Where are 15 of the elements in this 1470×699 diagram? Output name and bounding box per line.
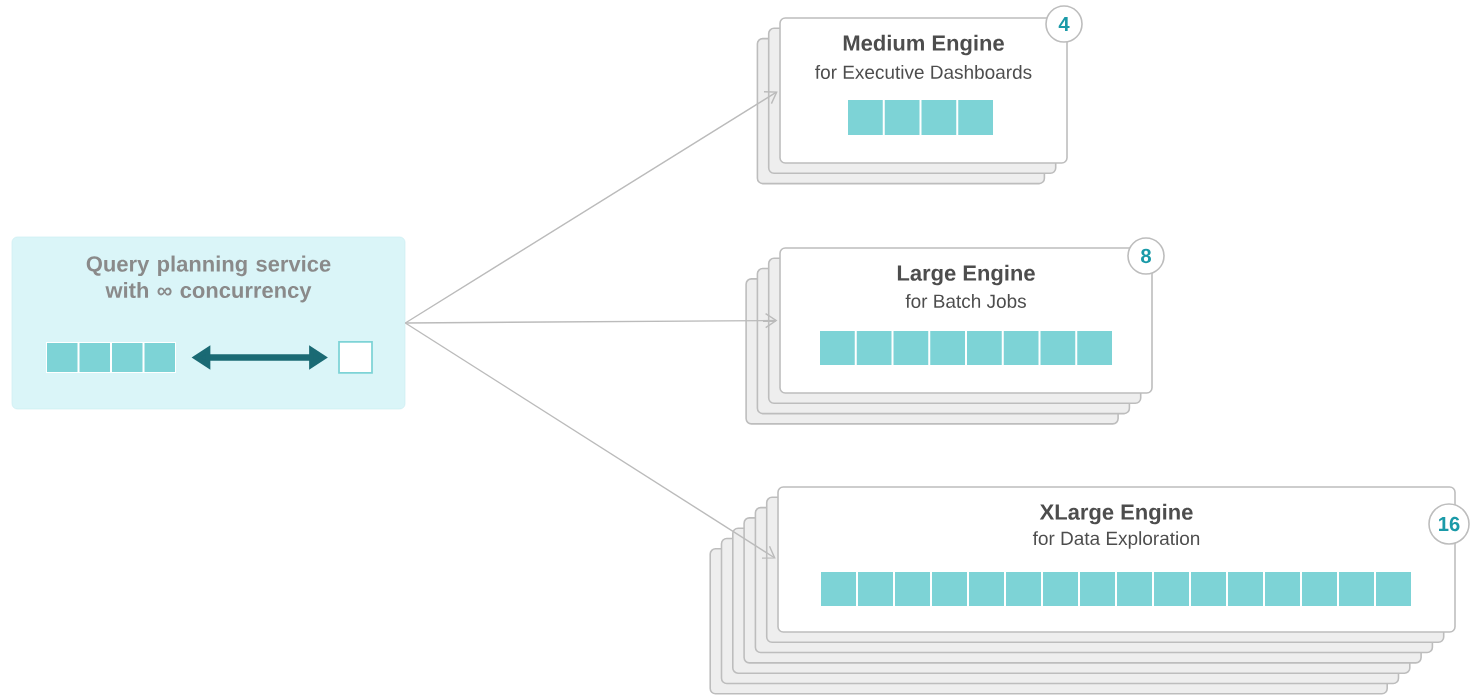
arrow xyxy=(404,322,776,559)
engine-title: Medium Engine xyxy=(843,34,1004,56)
empty-slot xyxy=(338,341,373,374)
engine-subtitle: for Executive Dashboards xyxy=(815,65,1032,79)
engine-subtitle: for Data Exploration xyxy=(1032,531,1200,549)
arrow xyxy=(404,312,778,329)
count-badge: 16 xyxy=(1428,503,1470,545)
engine-title: Large Engine xyxy=(897,264,1035,286)
engine-subtitle: for Batch Jobs xyxy=(905,294,1026,308)
arrow xyxy=(404,90,778,324)
count-badge: 4 xyxy=(1045,5,1083,43)
engine-title: XLarge Engine xyxy=(1039,503,1193,525)
service-box: Query planning service with ∞ concurrency xyxy=(11,236,406,410)
count-badge: 8 xyxy=(1127,237,1165,275)
slot-row xyxy=(46,342,176,373)
